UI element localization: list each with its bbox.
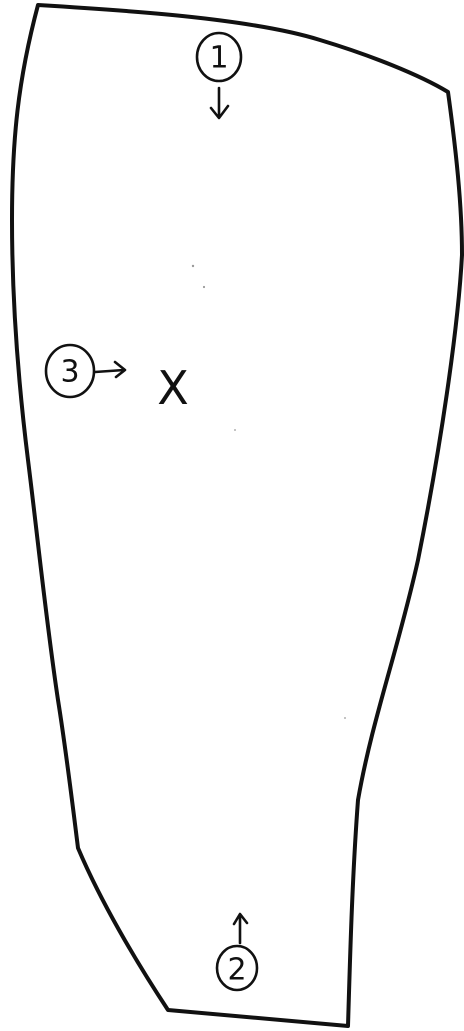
target-x-mark: X	[157, 361, 189, 415]
paper-speck	[203, 286, 205, 288]
body-outline	[12, 5, 462, 1026]
paper-speck	[192, 265, 194, 267]
paper-speck	[344, 717, 346, 719]
marker-3-label: 3	[60, 355, 79, 390]
marker-1-label: 1	[209, 41, 228, 76]
marker-2-label: 2	[227, 953, 246, 988]
paper-speck	[234, 429, 236, 431]
